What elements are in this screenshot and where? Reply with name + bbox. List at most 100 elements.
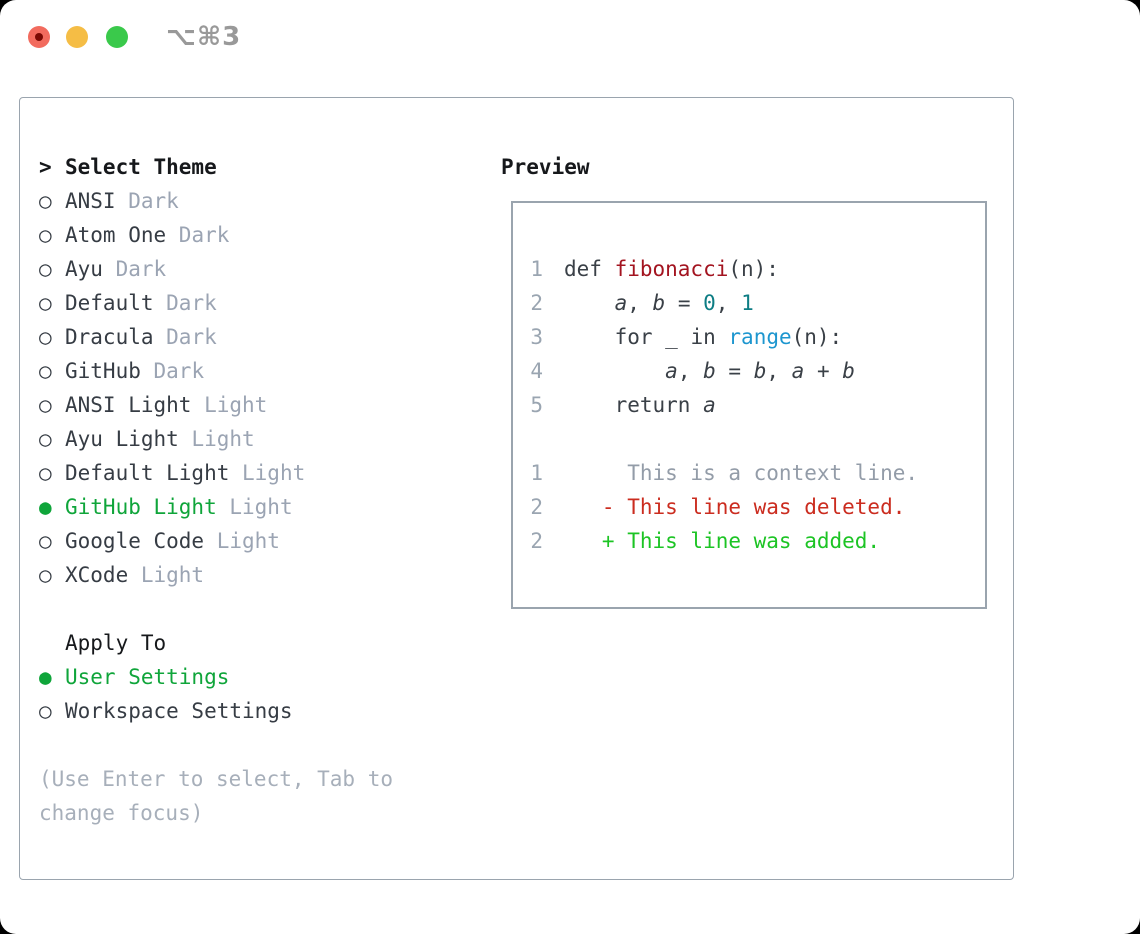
maximize-button[interactable]	[106, 26, 128, 48]
token-added: + This line was added.	[564, 529, 881, 553]
select-theme-header: > Select Theme	[39, 150, 469, 184]
theme-variant-badge: Light	[191, 427, 255, 451]
token-variable: b	[842, 359, 855, 383]
theme-name: Atom One	[65, 223, 179, 247]
radio-icon: ○	[39, 257, 52, 281]
code-line: 2 - This line was deleted.	[530, 490, 985, 524]
apply-option[interactable]: ● User Settings	[39, 660, 469, 694]
theme-variant-badge: Light	[229, 495, 293, 519]
radio-icon: ○	[39, 427, 52, 451]
apply-option[interactable]: ○Workspace Settings	[39, 694, 469, 728]
radio-icon: ○	[39, 461, 52, 485]
theme-variant-badge: Dark	[153, 359, 205, 383]
line-number: 1	[530, 257, 543, 281]
theme-variant-badge: Light	[242, 461, 306, 485]
token-code: (n):	[728, 257, 779, 281]
token-keyword: in	[690, 325, 716, 349]
token-code	[564, 359, 665, 383]
apply-to-header: Apply To	[39, 626, 469, 660]
token-keyword: def	[564, 257, 615, 281]
token-deleted: - This line was deleted.	[564, 495, 906, 519]
token-code: ,	[677, 359, 704, 383]
minimize-button[interactable]	[66, 26, 88, 48]
theme-variant-badge: Dark	[115, 257, 167, 281]
token-context: This is a context line.	[564, 461, 919, 485]
prompt-caret-icon: >	[39, 155, 52, 179]
theme-option[interactable]: ○ANSI Light Light	[39, 388, 469, 422]
titlebar: ⌥⌘3	[0, 0, 1140, 74]
theme-option[interactable]: ○GitHub Dark	[39, 354, 469, 388]
code-text: This is a context line.	[564, 456, 918, 490]
window-shortcut-label: ⌥⌘3	[166, 22, 242, 52]
radio-icon: ○	[39, 325, 52, 349]
code-text: def fibonacci(n):	[564, 252, 779, 286]
apply-to-title: Apply To	[65, 631, 167, 655]
line-number	[530, 422, 543, 456]
unsaved-dot-icon	[35, 33, 43, 41]
theme-option[interactable]: ● GitHub Light Light	[39, 490, 469, 524]
theme-option[interactable]: ○ Ayu Light Light	[39, 422, 469, 456]
theme-option[interactable]: ○XCode Light	[39, 558, 469, 592]
token-code: =	[665, 291, 704, 315]
token-variable: b	[652, 291, 666, 315]
token-builtin: range	[728, 325, 792, 349]
line-number: 4	[530, 359, 543, 383]
code-text: a, b = 0, 1	[564, 286, 754, 320]
indent-space	[39, 626, 65, 660]
theme-option[interactable]: ○Google Code Light	[39, 524, 469, 558]
radio-selected-icon: ●	[39, 495, 52, 519]
token-code: ,	[766, 359, 792, 383]
code-text: a, b = b, a + b	[564, 354, 855, 388]
theme-name: Ayu Light	[65, 427, 192, 451]
theme-option[interactable]: ○Default Dark	[39, 286, 469, 320]
theme-option-list: ○ANSI Dark○Atom One Dark○Ayu Dark○Defaul…	[39, 184, 469, 592]
token-code	[564, 325, 615, 349]
radio-icon: ○	[39, 699, 52, 723]
theme-variant-badge: Dark	[128, 189, 179, 213]
theme-option[interactable]: ○Dracula Dark	[39, 320, 469, 354]
code-line: 1 def fibonacci(n):	[530, 252, 985, 286]
token-variable: a	[791, 359, 805, 383]
spacer	[39, 592, 469, 626]
theme-name: XCode	[65, 563, 141, 587]
theme-option[interactable]: ○Ayu Dark	[39, 252, 469, 286]
line-number: 2	[530, 291, 543, 315]
code-line: 2 a, b = 0, 1	[530, 286, 985, 320]
line-number: 3	[530, 325, 543, 349]
token-variable: a	[665, 359, 678, 383]
radio-icon: ○	[39, 563, 52, 587]
token-code	[716, 325, 729, 349]
theme-name: ANSI Light	[65, 393, 205, 417]
token-variable: b	[753, 359, 767, 383]
theme-name: Default Light	[65, 461, 243, 485]
radio-selected-icon: ●	[39, 665, 52, 689]
radio-icon: ○	[39, 291, 52, 315]
theme-variant-badge: Light	[216, 529, 280, 553]
token-keyword: for	[614, 325, 653, 349]
theme-option[interactable]: ○ANSI Dark	[39, 184, 469, 218]
code-line: 3 for _ in range(n):	[530, 320, 985, 354]
token-code: =	[715, 359, 754, 383]
token-code: (n):	[791, 325, 843, 349]
theme-picker-panel: > Select Theme ○ANSI Dark○Atom One Dark○…	[19, 97, 1014, 880]
theme-column: > Select Theme ○ANSI Dark○Atom One Dark○…	[39, 150, 469, 830]
token-code	[690, 393, 703, 417]
line-number: 5	[530, 393, 543, 417]
token-code: _	[652, 325, 691, 349]
code-line: 4 a, b = b, a + b	[530, 354, 985, 388]
theme-variant-badge: Dark	[166, 291, 217, 315]
theme-option[interactable]: ○Atom One Dark	[39, 218, 469, 252]
token-code: +	[804, 359, 843, 383]
close-button[interactable]	[28, 26, 50, 48]
token-code	[564, 291, 615, 315]
token-keyword: return	[614, 393, 691, 417]
apply-option-list: ● User Settings ○Workspace Settings	[39, 660, 469, 728]
token-code: ,	[627, 291, 653, 315]
code-text: for _ in range(n):	[564, 320, 843, 354]
radio-icon: ○	[39, 189, 52, 213]
apply-option-label: User Settings	[65, 665, 230, 689]
theme-name: GitHub Light	[65, 495, 230, 519]
theme-option[interactable]: ○ Default Light Light	[39, 456, 469, 490]
